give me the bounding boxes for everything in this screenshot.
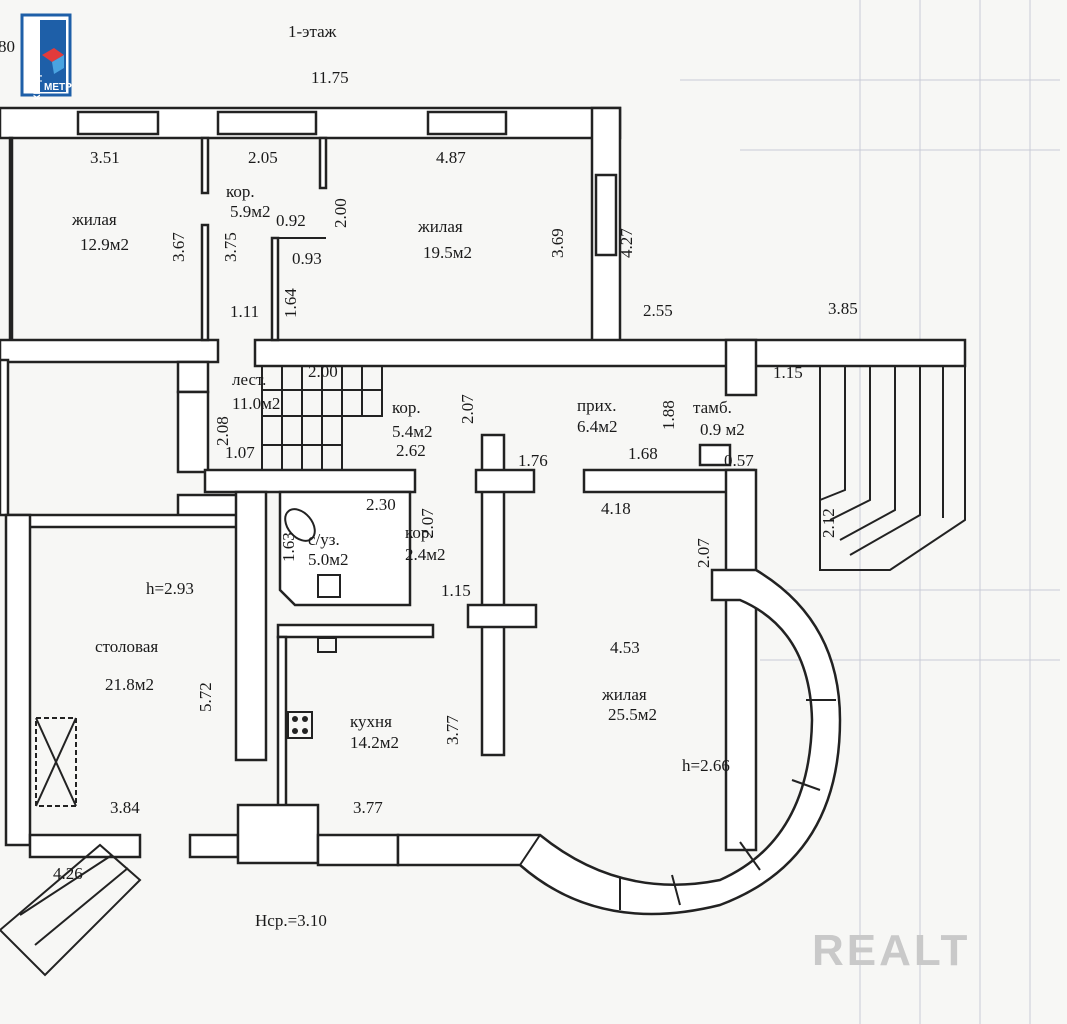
dimension: h=2.93	[146, 579, 194, 598]
room-area: 5.0м2	[308, 550, 349, 569]
room-name: кор.	[392, 398, 421, 417]
room-name: лест.	[232, 370, 266, 389]
dimension: 2.00	[308, 362, 338, 381]
room-name: кухня	[350, 712, 392, 731]
dimension: 2.07	[694, 538, 713, 568]
logo-text-line2: МЕТР	[44, 82, 72, 93]
dimension: 2.12	[819, 508, 838, 538]
dimension: 3.84	[110, 798, 140, 817]
dimension: 1.07	[225, 443, 255, 462]
dimension: 1.15	[441, 581, 471, 600]
dimension: 1.64	[281, 288, 300, 318]
room-name: жилая	[601, 685, 647, 704]
floor-title: 1-этаж	[288, 22, 337, 41]
dimension: 3.75	[221, 232, 240, 262]
dimension: 2.30	[366, 495, 396, 514]
room-area: 5.4м2	[392, 422, 433, 441]
room-name: жилая	[417, 217, 463, 236]
room-name: прих.	[577, 396, 616, 415]
dimension: 4.53	[610, 638, 640, 657]
kvadratny-metr-logo	[20, 13, 72, 97]
walls	[0, 106, 967, 916]
room-area: 2.4м2	[405, 545, 446, 564]
dimension: 1.88	[659, 400, 678, 430]
dimension: 4.26	[53, 864, 83, 883]
dimension: 2.55	[643, 301, 673, 320]
dimension: 2.08	[213, 416, 232, 446]
dimension: 4.87	[436, 148, 466, 167]
dimension: 5.72	[196, 682, 215, 712]
dimension: 1.76	[518, 451, 548, 470]
dimension: 3.77	[443, 715, 462, 745]
room-area: 19.5м2	[423, 243, 472, 262]
total-width-dim: 11.75	[311, 68, 349, 87]
room-name: кор.	[226, 182, 255, 201]
room-area: 11.0м2	[232, 394, 280, 413]
dimension: 1.11	[230, 302, 259, 321]
background-grid	[680, 0, 1060, 1024]
fixtures	[35, 508, 341, 807]
dimension: 2.62	[396, 441, 426, 460]
dimension: 2.07	[418, 508, 437, 538]
logo-text-line1: КВАДРАТНЫЙ	[31, 37, 42, 100]
room-name: с/уз.	[308, 530, 340, 549]
dimension: 0.93	[292, 249, 322, 268]
room-area: 25.5м2	[608, 705, 657, 724]
dimension: 0.92	[276, 211, 306, 230]
entrance-steps	[0, 366, 966, 977]
room-name: кор.	[405, 523, 434, 542]
dimension: 2.07	[458, 394, 477, 424]
dimension: 1.68	[628, 444, 658, 463]
dimension: 3.69	[548, 228, 567, 258]
room-area: 6.4м2	[577, 417, 618, 436]
room-area: 12.9м2	[80, 235, 129, 254]
staircase	[261, 365, 383, 471]
dimension: 4.18	[601, 499, 631, 518]
dimension: 2.05	[248, 148, 278, 167]
dimension: Нср.=3.10	[255, 911, 327, 930]
edge-number: 80	[0, 37, 15, 56]
dimension: 1.15	[773, 363, 803, 382]
dimension: 1.63	[279, 532, 298, 562]
room-name: жилая	[71, 210, 117, 229]
dimension: 4.27	[617, 228, 636, 258]
dimension: 0.57	[724, 451, 754, 470]
room-area: 5.9м2	[230, 202, 271, 221]
room-area: 21.8м2	[105, 675, 154, 694]
room-area: 0.9 м2	[700, 420, 745, 439]
room-name: тамб.	[693, 398, 732, 417]
dimension: 3.51	[90, 148, 120, 167]
dimension: 3.67	[169, 232, 188, 262]
dimension: 3.85	[828, 299, 858, 318]
dimension-labels: 3.51 2.05 4.87 3.67 3.75 0.92 2.00 0.93 …	[53, 148, 858, 930]
room-area: 14.2м2	[350, 733, 399, 752]
dimension: 2.00	[331, 198, 350, 228]
dimension: 3.77	[353, 798, 383, 817]
realt-watermark: REALT	[812, 926, 970, 975]
dimension: h=2.66	[682, 756, 730, 775]
room-name: столовая	[95, 637, 158, 656]
